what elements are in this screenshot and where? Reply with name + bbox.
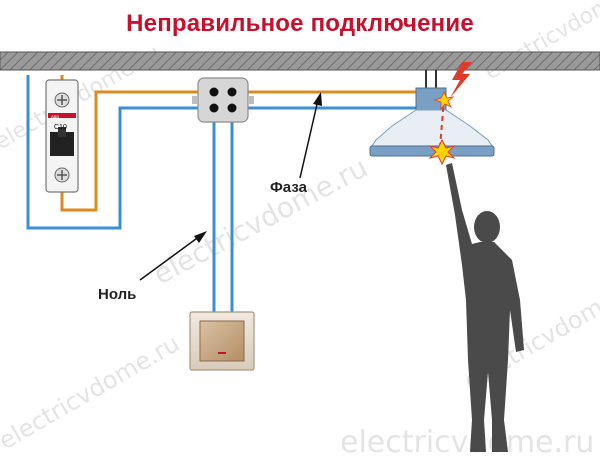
neutral-arrow xyxy=(139,231,207,281)
spark-icon xyxy=(428,138,456,166)
breaker-rating: C10 xyxy=(54,124,67,131)
junction-box-icon[interactable] xyxy=(192,77,254,123)
circuit-breaker-icon[interactable]: ABB C10 xyxy=(45,79,79,193)
ceiling xyxy=(0,51,600,71)
person-silhouette-icon xyxy=(446,163,524,452)
breaker-brand: ABB xyxy=(51,114,59,119)
light-switch-icon[interactable] xyxy=(189,311,255,371)
neutral-wire xyxy=(26,75,430,315)
watermark-text: electricvdome.ru xyxy=(481,0,600,85)
page-title: Неправильное подключение xyxy=(126,10,474,37)
ceiling-lamp-icon[interactable] xyxy=(369,70,495,157)
neutral-label: Ноль xyxy=(98,286,136,303)
spark-icon xyxy=(433,91,455,111)
watermark-text: electricvdome.ru xyxy=(148,151,373,292)
phase-arrow xyxy=(299,92,322,179)
lightning-icon xyxy=(450,62,472,98)
watermark-text: electricvdome.ru xyxy=(340,425,594,460)
watermark-text: electricvdome.ru xyxy=(0,329,184,455)
phase-label: Фаза xyxy=(270,179,308,196)
